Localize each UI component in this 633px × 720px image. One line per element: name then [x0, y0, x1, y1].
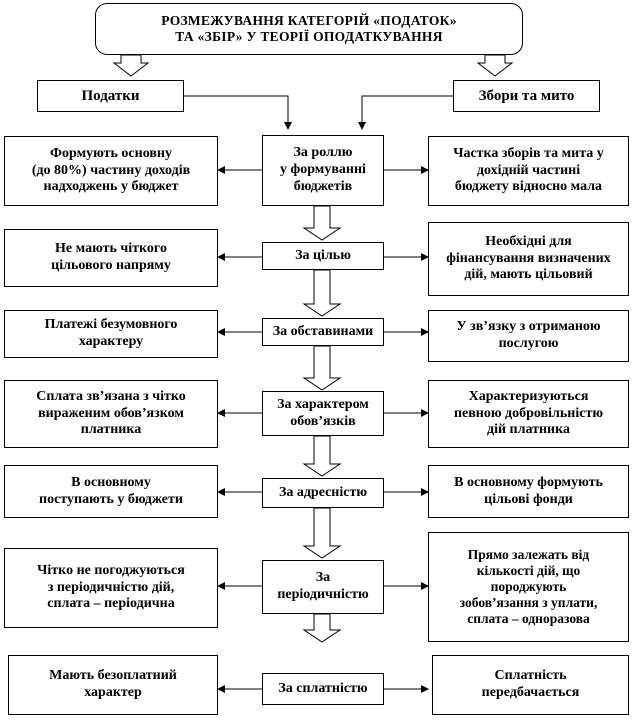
fees-purpose: Необхідні для фінансування визначених ді… — [428, 222, 629, 296]
criterion-purpose: За цілью — [262, 242, 384, 270]
side-arrows — [217, 166, 429, 693]
fees-targeting: В основному формують цільові фонди — [428, 465, 629, 518]
fees-header: Збори та мито — [453, 80, 600, 112]
taxes-header: Податки — [37, 80, 184, 112]
fees-payment: Сплатність передбачається — [432, 655, 629, 715]
taxes-circumstances: Платежі безумовного характеру — [4, 310, 218, 358]
taxes-obligations: Сплата зв’язана з чітко вираженим обов’я… — [4, 380, 218, 448]
taxes-targeting: В основному поступають у бюджети — [4, 465, 218, 518]
header-connector-left — [184, 95, 292, 130]
criterion-budget-role: За роллю у формуванні бюджетів — [262, 135, 384, 206]
taxes-budget-role: Формують основну (до 80%) частину доході… — [4, 136, 218, 206]
taxes-payment: Мають безоплатний характер — [8, 655, 218, 715]
criterion-targeting: За адресністю — [262, 478, 384, 508]
header-connector-right — [358, 95, 453, 130]
block-arrow-title-right — [476, 54, 514, 77]
center-down-arrows — [302, 205, 342, 643]
fees-circumstances: У зв’язку з отриманою послугою — [428, 310, 629, 362]
fees-periodicity: Прямо залежать від кількості дій, що пор… — [428, 532, 629, 642]
criterion-periodicity: За періодичністю — [262, 560, 384, 614]
taxes-purpose: Не мають чіткого цільового напряму — [4, 229, 218, 287]
fees-budget-role: Частка зборів та мита у дохідній частині… — [428, 136, 629, 206]
taxes-periodicity: Чітко не погоджуються з періодичністю ді… — [4, 548, 218, 628]
criterion-circumstances: За обставинами — [262, 318, 384, 346]
criterion-payment: За сплатністю — [262, 673, 384, 705]
criterion-obligations: За характером обов’язків — [262, 391, 384, 436]
block-arrow-title-left — [112, 54, 150, 77]
diagram-title: РОЗМЕЖУВАННЯ КАТЕГОРІЙ «ПОДАТОК» ТА «ЗБІ… — [95, 3, 523, 55]
fees-obligations: Характеризуються певною добровільністю д… — [428, 380, 629, 448]
